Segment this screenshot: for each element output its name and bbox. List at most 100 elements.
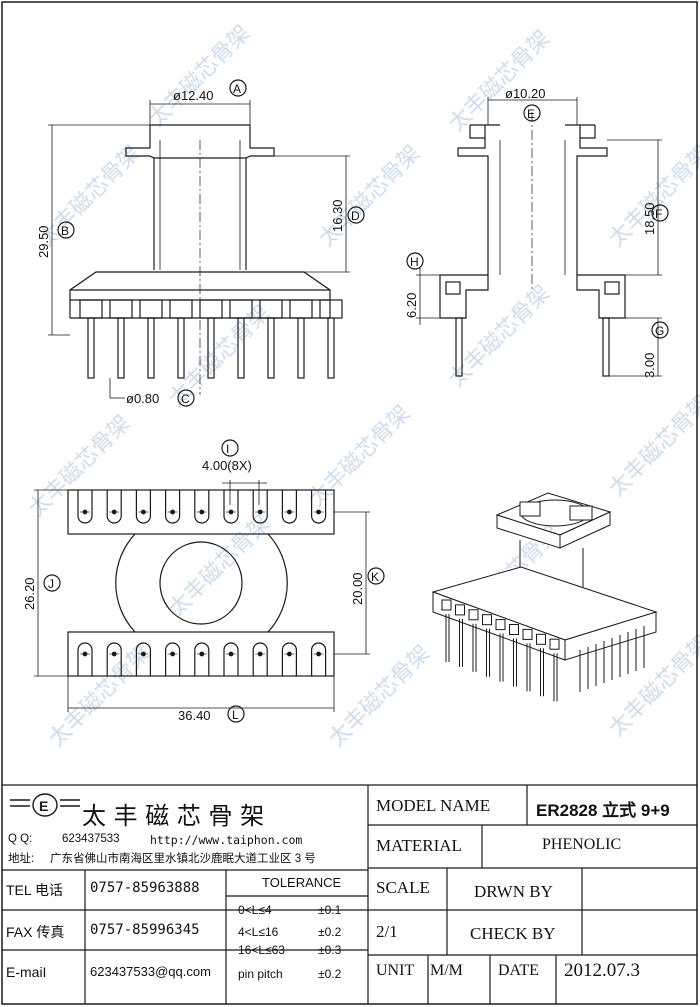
side-view: ø10.20 E 18.50 F 6.20 H 3.00 G xyxy=(404,86,669,378)
dim-e-tag: E xyxy=(527,107,535,121)
dim-a-value: ø12.40 xyxy=(173,88,213,103)
tolerance-range: 0<L≤4 xyxy=(238,903,272,917)
front-pin-slots xyxy=(79,299,343,319)
pin xyxy=(267,317,275,379)
dim-g-tag: G xyxy=(655,324,664,338)
dim-b-tag: B xyxy=(61,224,69,238)
material-label: MATERIAL xyxy=(376,836,462,855)
title-block-grid xyxy=(2,784,697,1004)
tolerance-title: TOLERANCE xyxy=(262,875,342,890)
front-pins xyxy=(87,317,335,398)
dim-h-tag: H xyxy=(410,255,419,269)
pin xyxy=(237,317,245,379)
pin-slot xyxy=(252,490,268,524)
tolerance-value: ±0.2 xyxy=(318,925,342,939)
scale-label: SCALE xyxy=(376,878,430,897)
dim-f-tag: F xyxy=(655,207,662,221)
pin-slot xyxy=(536,633,546,645)
tolerance-range: 16<L≤63 xyxy=(238,943,285,957)
pin-slot xyxy=(468,609,479,621)
model-label: MODEL NAME xyxy=(376,796,491,815)
pin-slot xyxy=(223,490,239,524)
pin-slot xyxy=(495,619,506,631)
pin-slot xyxy=(289,299,313,319)
isometric-view xyxy=(431,492,658,702)
svg-text:E: E xyxy=(39,798,48,814)
dim-d-tag: D xyxy=(351,209,360,223)
pin-slot xyxy=(194,642,210,676)
qq-label: Q Q: xyxy=(8,833,33,845)
dim-i-value: 4.00(8X) xyxy=(202,458,252,473)
tolerance-value: ±0.1 xyxy=(318,903,342,917)
pin xyxy=(87,317,95,379)
check-by-label: CHECK BY xyxy=(470,924,556,943)
pin xyxy=(327,317,335,379)
tolerance-range: 4<L≤16 xyxy=(238,925,279,939)
pin-slot xyxy=(252,642,268,676)
dim-k-value: 20.00 xyxy=(350,572,365,605)
dim-c-tag: C xyxy=(181,392,190,406)
pin-slot xyxy=(223,642,239,676)
dim-c-value: ø0.80 xyxy=(126,391,159,406)
pin-slot xyxy=(281,642,297,676)
pin-slot xyxy=(522,628,533,640)
dim-i-tag: I xyxy=(226,442,229,456)
pin-slot xyxy=(482,614,492,626)
pin-slot xyxy=(165,490,181,524)
dim-h-value: 6.20 xyxy=(404,293,419,318)
fax-number: 0757-85996345 xyxy=(90,922,200,938)
bottom-view: 4.00(8X) I 26.20 J 20.00 K 36.40 L xyxy=(22,439,385,723)
unit-label: UNIT xyxy=(376,962,415,979)
tolerance-value: ±0.2 xyxy=(318,967,342,981)
pin-slot xyxy=(455,604,465,616)
pin-slot xyxy=(169,299,193,319)
pin xyxy=(147,317,155,379)
date-value: 2012.07.3 xyxy=(564,960,640,981)
pin-slot xyxy=(135,642,151,676)
dim-f-value: 18.50 xyxy=(642,202,657,235)
pin-slot xyxy=(77,490,93,524)
pin xyxy=(207,317,215,379)
qq-number: 623437533 xyxy=(62,833,120,845)
dim-e-value: ø10.20 xyxy=(505,86,545,101)
email-address: 623437533@qq.com xyxy=(90,964,211,979)
tolerance-value: ±0.3 xyxy=(318,943,342,957)
bottom-slots-bottom xyxy=(77,642,327,676)
pin xyxy=(177,317,185,379)
company-logo: E xyxy=(10,793,80,817)
pin-slot xyxy=(79,299,103,319)
pin-slot xyxy=(135,490,151,524)
drawn-by-label: DRWN BY xyxy=(474,882,553,901)
unit-value: M/M xyxy=(430,962,463,979)
pin-slot xyxy=(106,490,122,524)
pin-slot xyxy=(311,642,327,676)
tel-label: TEL 电话 xyxy=(6,882,64,898)
email-label: E-maiI xyxy=(6,964,47,980)
bottom-slots-top xyxy=(77,490,327,524)
pin-slot xyxy=(106,642,122,676)
pin-slot xyxy=(77,642,93,676)
dim-j-tag: J xyxy=(48,577,54,591)
dim-b-value: 29.50 xyxy=(36,225,51,258)
dim-d-value: 16.30 xyxy=(330,199,345,232)
pin-slot xyxy=(319,299,343,319)
pin-slot xyxy=(194,490,210,524)
dim-g-value: 3.00 xyxy=(642,353,657,378)
dim-l-tag: L xyxy=(232,708,239,722)
dim-j-value: 26.20 xyxy=(22,577,37,610)
website: http://www.taiphon.com xyxy=(150,833,303,847)
fax-label: FAX 传真 xyxy=(6,924,65,940)
model-value: ER2828 立式 9+9 xyxy=(536,801,670,820)
company-name: 太 丰 磁 芯 骨 架 xyxy=(82,802,265,830)
tolerance-range: pin pitch xyxy=(238,967,283,981)
scale-value: 2/1 xyxy=(376,922,398,941)
pin-slot xyxy=(259,299,283,319)
pin xyxy=(117,317,125,379)
material-value: PHENOLIC xyxy=(542,836,622,853)
pin-slot xyxy=(229,299,253,319)
pin-slot xyxy=(311,490,327,524)
iso-pin-slots xyxy=(441,599,560,650)
